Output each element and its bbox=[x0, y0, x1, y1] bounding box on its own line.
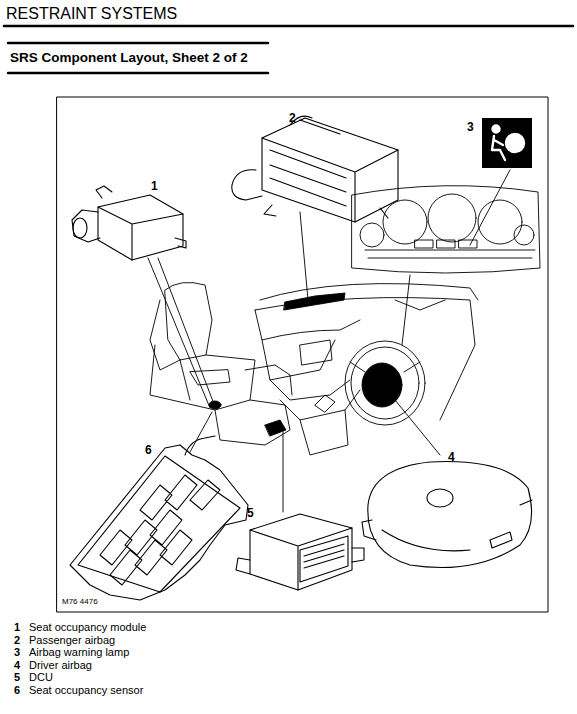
key-text: Seat occupancy sensor bbox=[29, 684, 143, 697]
callout-number: 1 bbox=[151, 180, 158, 194]
key-number: 2 bbox=[14, 634, 20, 647]
key-text: Airbag warning lamp bbox=[29, 646, 129, 659]
page-title: SRS Component Layout, Sheet 2 of 2 bbox=[10, 50, 248, 66]
section-header: RESTRAINT SYSTEMS bbox=[6, 5, 177, 23]
key-text: Driver airbag bbox=[29, 659, 92, 672]
key-number: 5 bbox=[14, 671, 20, 684]
key-text: Seat occupancy module bbox=[29, 621, 146, 634]
callout-number: 3 bbox=[467, 121, 474, 135]
key-number: 3 bbox=[14, 646, 20, 659]
callout-number: 5 bbox=[247, 507, 254, 521]
callout-number: 2 bbox=[289, 112, 296, 126]
key-number: 1 bbox=[14, 621, 20, 634]
figure-code: M76 4476 bbox=[62, 597, 98, 606]
callout-number: 6 bbox=[145, 444, 152, 458]
key-number: 6 bbox=[14, 684, 20, 697]
key-text: Passenger airbag bbox=[29, 634, 115, 647]
key-number: 4 bbox=[14, 659, 20, 672]
callout-number: 4 bbox=[448, 451, 455, 465]
key-text: DCU bbox=[29, 671, 53, 684]
